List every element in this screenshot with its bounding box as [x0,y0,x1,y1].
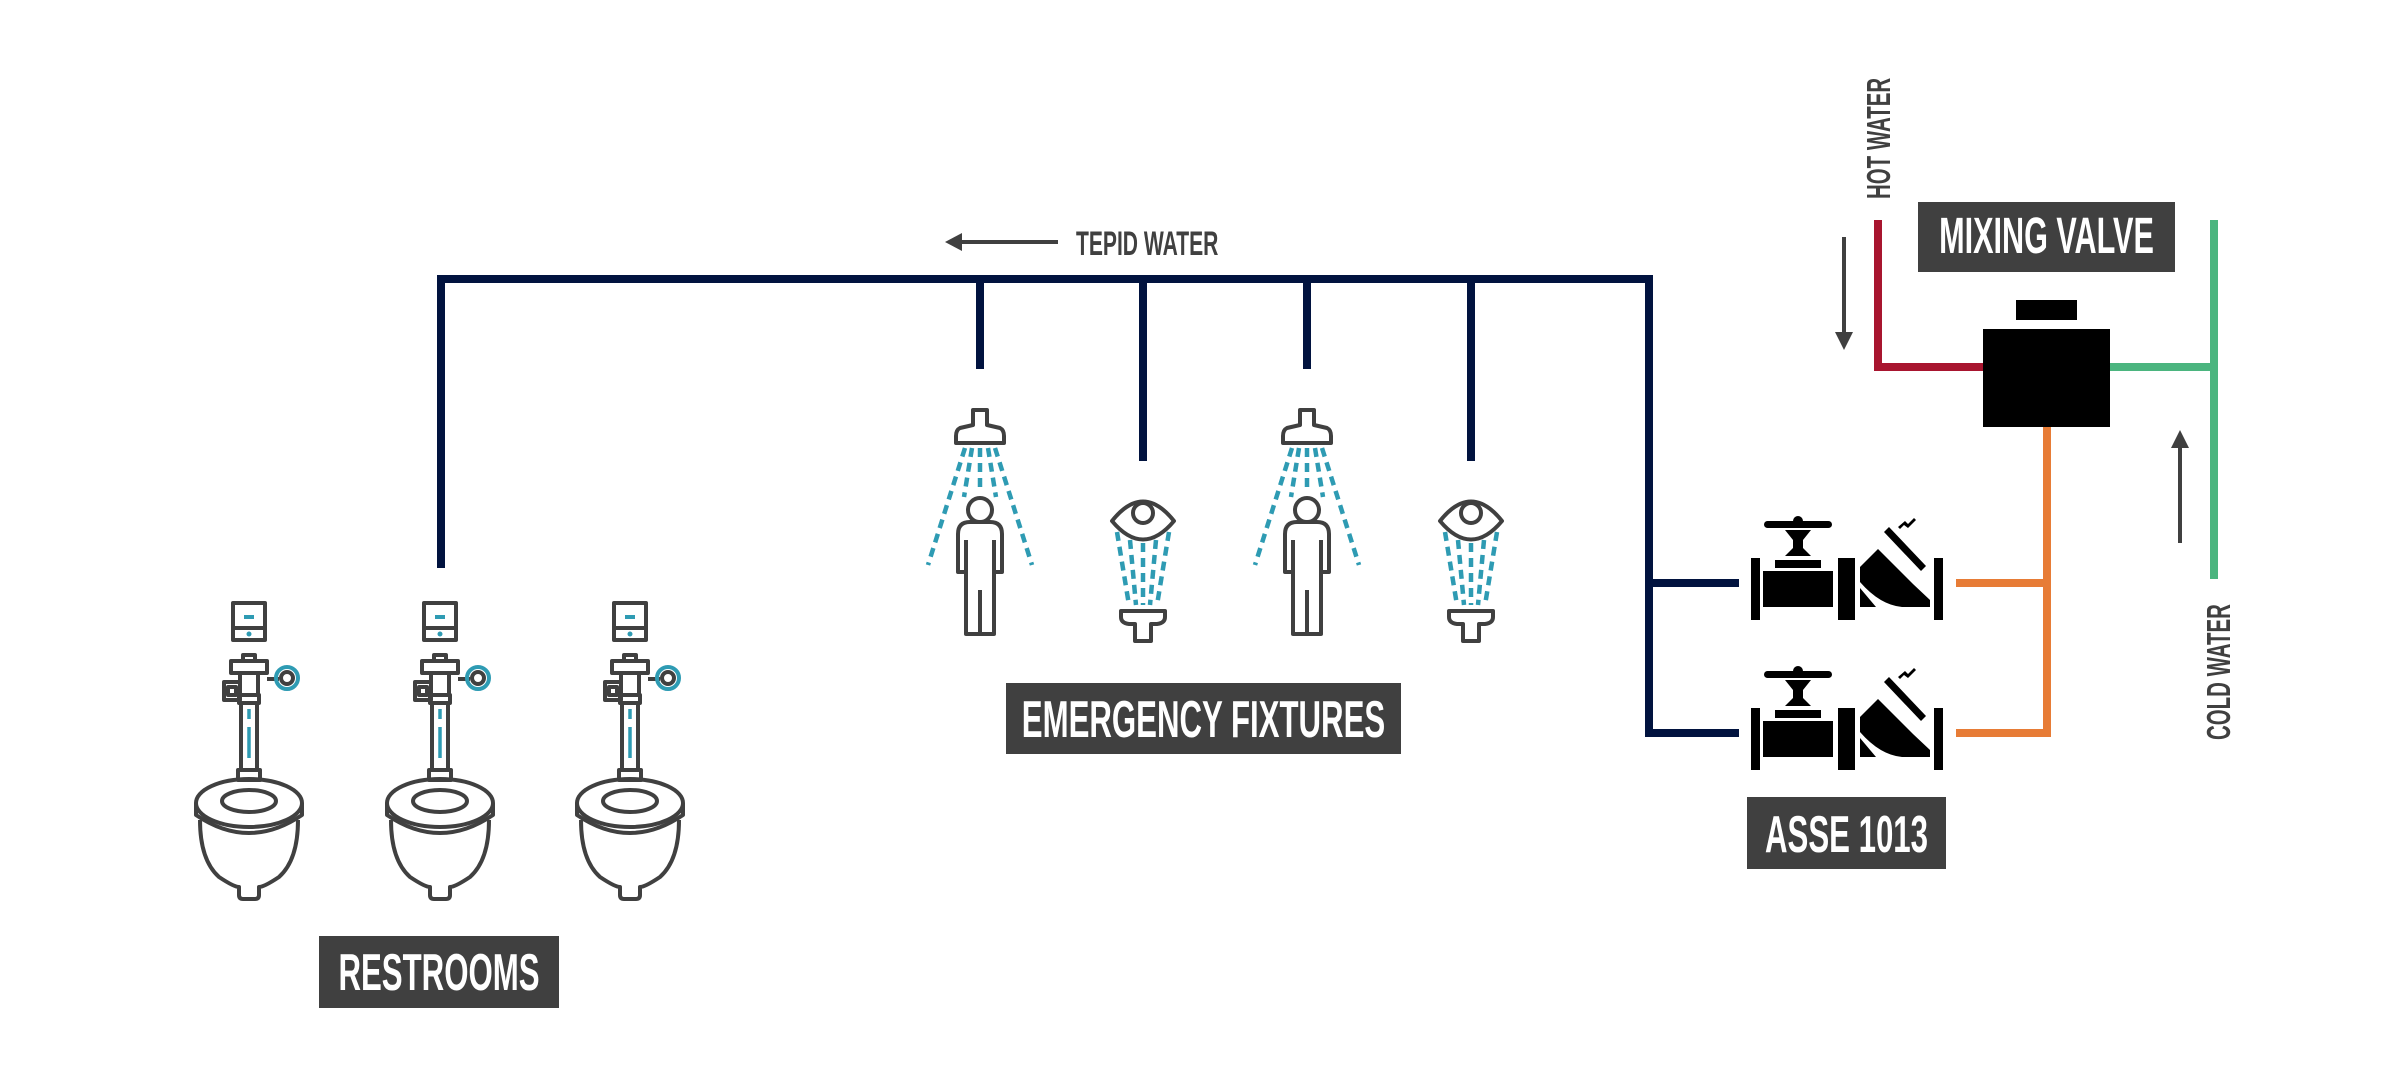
mixed-outlet-pipe [1956,427,2051,737]
restroom-fixture-2 [385,601,495,901]
valve-assembly-upper [1751,516,1943,620]
mixing-valve-label: MIXING VALVE [1918,202,2175,272]
restroom-fixture-1 [194,601,304,901]
emergency-fixture-4 [1440,502,1502,642]
tepid-flow-arrow-icon [945,233,1058,251]
svg-text:ASSE 1013: ASSE 1013 [1765,806,1928,864]
emergency-fixtures-label: EMERGENCY FIXTURES [1006,683,1401,754]
eyewash-icon [1440,502,1502,642]
eyewash-icon [1112,502,1174,642]
hot-water-label: HOT WATER [1860,78,1897,199]
hot-water-pipe [1874,220,1983,371]
svg-text:MIXING VALVE: MIXING VALVE [1939,207,2154,264]
toilet-icon [575,601,685,901]
svg-text:EMERGENCY FIXTURES: EMERGENCY FIXTURES [1022,691,1385,749]
svg-text:RESTROOMS: RESTROOMS [338,944,539,1002]
valve-assembly-lower [1751,666,1943,770]
toilet-icon [385,601,495,901]
toilet-icon [194,601,304,901]
shower-icon [928,410,1032,634]
shower-icon [1255,410,1359,634]
emergency-fixture-3 [1255,410,1359,634]
mixed-water-piping [1956,427,2051,737]
gate-and-check-valve-icon [1751,666,1943,770]
asse-1013-label: ASSE 1013 [1747,797,1946,869]
gate-and-check-valve-icon [1751,516,1943,620]
cold-flow-arrow-icon [2171,430,2189,543]
emergency-fixture-1 [928,410,1032,634]
hot-flow-arrow-icon [1835,237,1853,350]
restrooms-label: RESTROOMS [319,936,559,1008]
mixing-valve-icon [1983,300,2110,427]
tepid-water-label: TEPID WATER [1076,224,1218,262]
tepid-water-piping [437,275,1739,737]
cold-water-pipe [2110,220,2218,579]
restroom-fixture-3 [575,601,685,901]
tepid-main-pipe [437,275,1739,737]
cold-water-label: COLD WATER [2200,604,2237,740]
emergency-fixture-2 [1112,502,1174,642]
